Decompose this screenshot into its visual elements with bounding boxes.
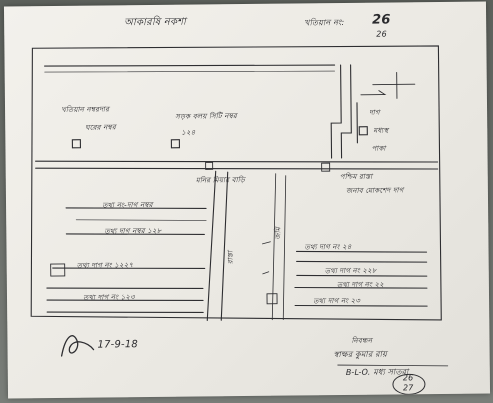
signature-date: 17-9-18: [97, 339, 139, 351]
right-plot-label-2: মধ্যস্থ: [373, 126, 389, 135]
right-plot-row-2: তথ্য দাগ নং ২২৮: [324, 266, 377, 276]
middle-road-line-1: [36, 157, 438, 166]
circled-number-top: 26: [402, 373, 414, 383]
plot-label-top-left-1: খতিয়ান নম্বরদার: [61, 105, 110, 114]
officer-line-1: নিবন্ধন: [351, 336, 373, 345]
right-plot-row-1: তথ্য দাগ নং ২৪: [304, 242, 352, 252]
sheet-number-label: খতিয়ান নং:: [304, 17, 345, 28]
map-drawing: [4, 1, 490, 398]
left-plot-row-1: তথ্য নং-দাগ নম্বর: [102, 200, 153, 210]
right-vertical-road: [331, 65, 342, 158]
right-plot-row-3: তথ্য দাগ নং ২২: [336, 280, 385, 290]
plot-label-top-center-1: সড়ক বলয় সিটি নম্বর: [175, 112, 237, 121]
circled-number-bottom: 27: [402, 383, 414, 393]
sheet-number-value: 26: [372, 12, 391, 28]
road-label-1: মনির মিয়ার বাড়ি: [195, 176, 246, 185]
hand-drawn-map-sheet: আকারষি নকশা খতিয়ান নং: 26 26 খতিয়ান নম…: [3, 1, 491, 399]
circled-number-ring: [393, 374, 425, 394]
road-label-2: পশ্চিম রাস্তা: [339, 172, 373, 182]
vertical-road-label-2: জমি: [274, 227, 283, 240]
sheet-number-value-2: 26: [376, 29, 387, 39]
right-plot-row-4: তথ্য দাগ নং ২৩: [313, 296, 361, 306]
central-vertical-road-2: [220, 172, 230, 320]
map-title: আকারষি নকশা: [124, 16, 187, 29]
left-plot-row-3: তথ্য দাগ নং ১২২৭: [76, 261, 134, 270]
middle-road-line-2: [36, 164, 438, 173]
officer-line-2: স্বাক্ষর কুমার রায়: [333, 349, 388, 360]
signature-mark: [61, 335, 93, 355]
vertical-road-label-1: রাস্তা: [226, 250, 235, 265]
central-vertical-road-1: [206, 171, 218, 320]
top-road-line: [45, 63, 335, 68]
plot-label-top-left-2: ঘরের নম্বর: [85, 123, 116, 132]
right-plot-label-1: দাগ: [369, 108, 380, 117]
left-plot-row-4: তথ্য দাগ নং ১২৩: [82, 293, 135, 302]
officer-line-3: B-L-O. মধ্য সাতরা: [345, 367, 409, 377]
left-plot-row-2: তথ্য দাগ নম্বর ১২৮: [104, 226, 162, 236]
map-outer-border: [28, 44, 441, 324]
road-label-3: জনাব মোকশেদ দাগ: [345, 186, 404, 195]
right-plot-label-3: পাকা: [371, 144, 386, 153]
plot-label-top-center-2: ১২৪: [181, 128, 196, 137]
